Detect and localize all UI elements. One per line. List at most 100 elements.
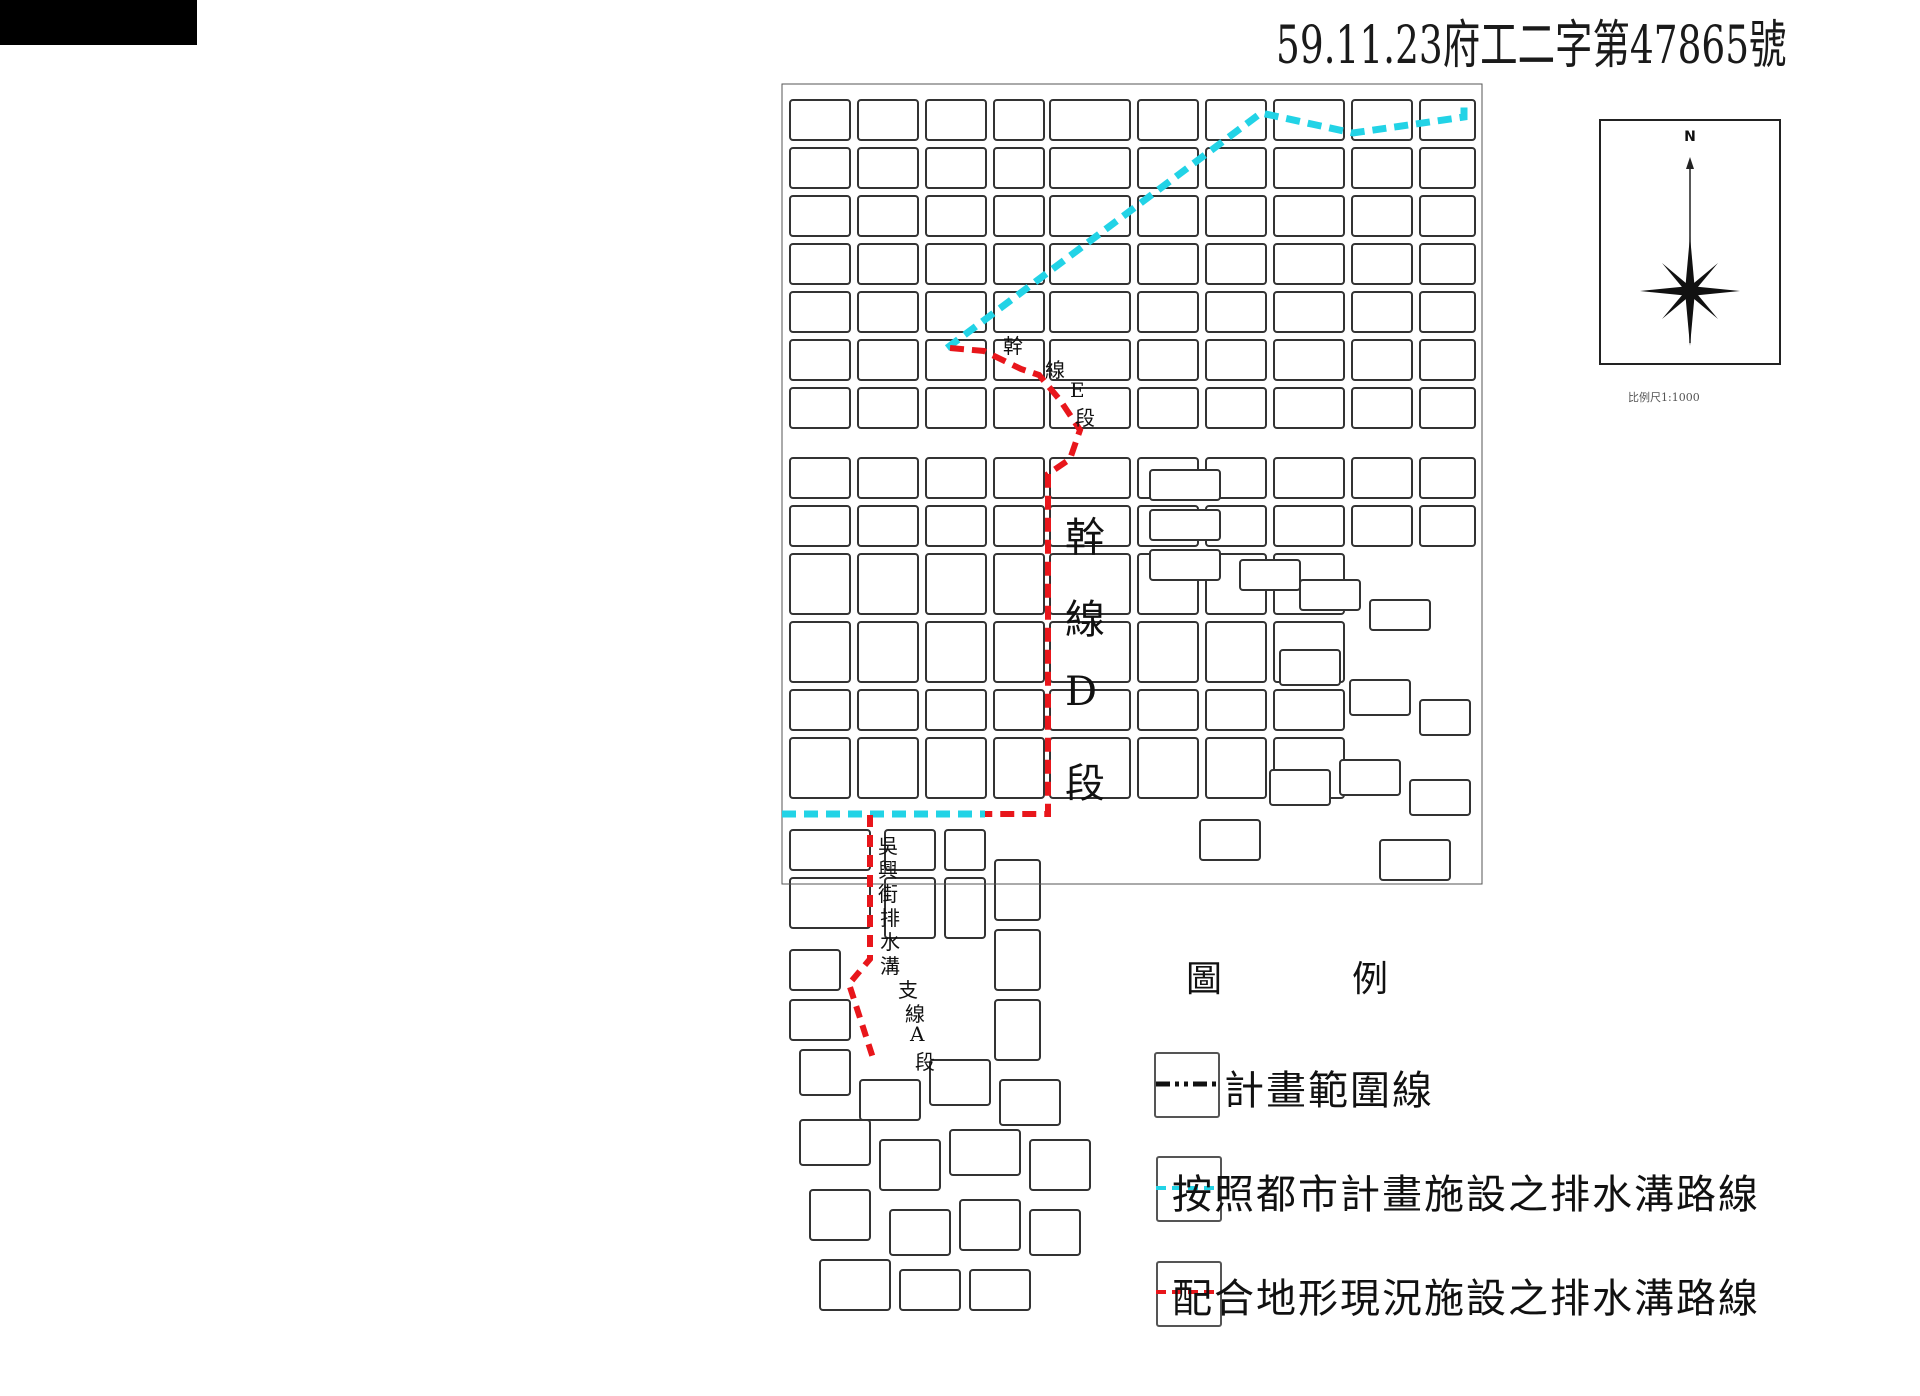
- city-block: [1205, 243, 1267, 285]
- city-block: [925, 291, 987, 333]
- city-block: [789, 147, 851, 189]
- city-block: [993, 339, 1045, 381]
- city-block: [1049, 689, 1131, 731]
- city-block: [789, 99, 851, 141]
- city-block: [1205, 689, 1267, 731]
- legend-label: 計畫範圍線: [1224, 1068, 1434, 1114]
- city-block: [925, 553, 987, 615]
- city-block: [925, 195, 987, 237]
- city-block: [889, 1209, 951, 1256]
- city-block: [1137, 291, 1199, 333]
- city-block: [993, 291, 1045, 333]
- city-block: [1419, 505, 1476, 547]
- city-block: [857, 387, 919, 429]
- city-block: [925, 737, 987, 799]
- city-block: [1137, 339, 1199, 381]
- city-block: [1273, 689, 1345, 731]
- city-block: [925, 505, 987, 547]
- boundary-line-icon: [1156, 1081, 1218, 1087]
- city-block: [1419, 147, 1476, 189]
- city-block: [993, 621, 1045, 683]
- city-block: [1419, 339, 1476, 381]
- city-block: [809, 1189, 871, 1241]
- city-block: [789, 505, 851, 547]
- city-block: [994, 999, 1041, 1061]
- legend-box: [1156, 1261, 1222, 1327]
- city-block: [1273, 195, 1345, 237]
- north-label: N: [1684, 129, 1696, 145]
- map-label-char: 段: [1075, 406, 1095, 430]
- city-block: [789, 737, 851, 799]
- map-frame: [781, 83, 1483, 885]
- map-label-char: 支: [898, 978, 918, 1002]
- city-block: [1149, 549, 1221, 581]
- city-block: [789, 243, 851, 285]
- city-block: [1137, 99, 1199, 141]
- city-block: [1273, 339, 1345, 381]
- city-block: [789, 877, 871, 929]
- city-block: [994, 929, 1041, 991]
- map-label-char: 段: [915, 1050, 935, 1074]
- city-block: [925, 147, 987, 189]
- city-block: [1419, 291, 1476, 333]
- city-block: [1351, 291, 1413, 333]
- map-label-char: 興: [878, 858, 898, 882]
- city-block: [1049, 99, 1131, 141]
- map-label-char: 段: [1065, 761, 1105, 807]
- city-block: [969, 1269, 1031, 1311]
- city-block: [1351, 195, 1413, 237]
- city-block: [1273, 243, 1345, 285]
- city-block: [1205, 99, 1267, 141]
- city-block: [1205, 195, 1267, 237]
- city-block: [944, 829, 986, 871]
- city-block: [857, 147, 919, 189]
- city-block: [789, 291, 851, 333]
- city-block: [857, 689, 919, 731]
- map-label-char: 線: [905, 1002, 925, 1026]
- red-line-icon: [1156, 1290, 1218, 1294]
- city-block: [925, 457, 987, 499]
- city-block: [1339, 759, 1401, 796]
- city-block: [789, 553, 851, 615]
- city-block: [1419, 457, 1476, 499]
- city-block: [1205, 291, 1267, 333]
- legend-label: 配合地形現況施設之排水溝路線: [1172, 1276, 1760, 1322]
- city-block: [1137, 737, 1199, 799]
- city-block: [949, 1129, 1021, 1176]
- city-block: [1199, 819, 1261, 861]
- compass-rose-icon: [1640, 157, 1740, 346]
- city-block: [857, 243, 919, 285]
- city-block: [1205, 339, 1267, 381]
- map-label-char: 幹: [1003, 334, 1023, 358]
- map-label-char: A: [910, 1022, 925, 1046]
- city-block: [819, 1259, 891, 1311]
- city-block: [1137, 195, 1199, 237]
- city-block: [899, 1269, 961, 1311]
- legend-box: [1154, 1052, 1220, 1118]
- map-label-char: 溝: [880, 954, 900, 978]
- map-label-char: 線: [1045, 358, 1065, 382]
- city-block: [993, 195, 1045, 237]
- map-label-char: 線: [1065, 597, 1105, 643]
- city-block: [1029, 1139, 1091, 1191]
- legend-label: 按照都市計畫施設之排水溝路線: [1172, 1172, 1760, 1218]
- city-block: [1419, 699, 1471, 736]
- city-block: [1049, 195, 1131, 237]
- city-block: [857, 737, 919, 799]
- city-block: [925, 243, 987, 285]
- city-block: [857, 457, 919, 499]
- city-block: [1351, 387, 1413, 429]
- legend-title-right: 例: [1352, 959, 1389, 1000]
- city-block: [789, 195, 851, 237]
- city-block: [789, 949, 841, 991]
- north-arrow-box: N: [1599, 119, 1781, 365]
- city-block: [1049, 339, 1131, 381]
- city-block: [1137, 387, 1199, 429]
- city-block: [789, 621, 851, 683]
- city-block: [1137, 621, 1199, 683]
- city-block: [1419, 195, 1476, 237]
- city-block: [925, 621, 987, 683]
- city-block: [1299, 579, 1361, 611]
- city-block: [789, 457, 851, 499]
- terrain-route-trunk: [949, 345, 1084, 817]
